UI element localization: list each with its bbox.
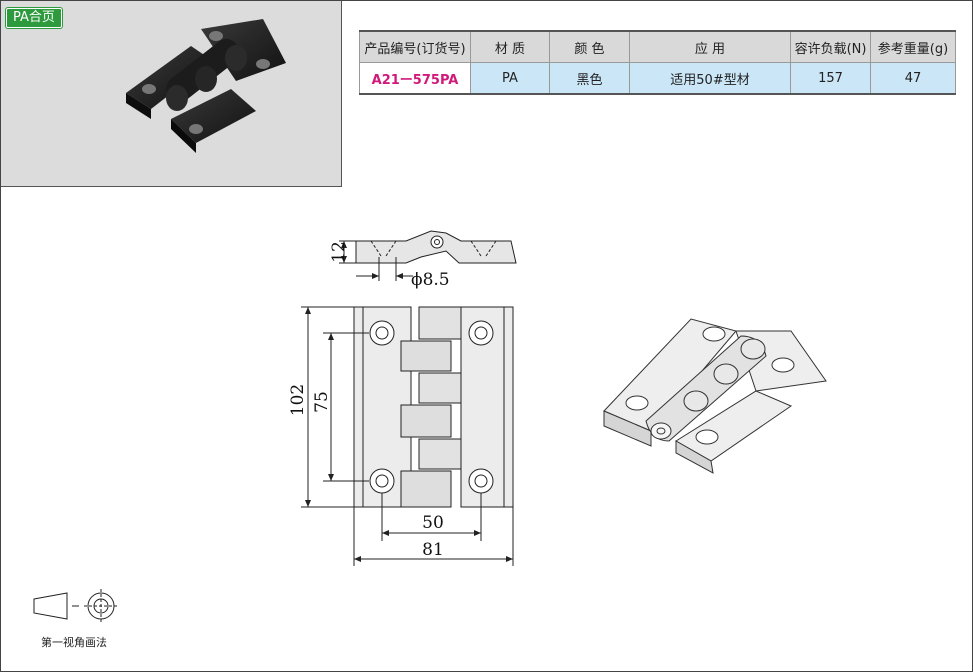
side-view xyxy=(339,230,517,281)
product-photo xyxy=(126,19,286,153)
cell-application: 适用50#型材 xyxy=(629,62,791,95)
cell-weight: 47 xyxy=(870,62,956,95)
dim-hole-spacing-horizontal: 50 xyxy=(422,513,444,533)
cell-load: 157 xyxy=(790,62,871,95)
product-photo-panel: PA合页 xyxy=(1,1,342,187)
table-header-row: 产品编号(订货号) 材 质 颜 色 应 用 容许负载(N) 参考重量(g) xyxy=(359,30,956,63)
dim-width: 81 xyxy=(422,540,444,560)
header-application: 应 用 xyxy=(629,30,791,63)
projection-label: 第一视角画法 xyxy=(41,636,107,649)
isometric-view xyxy=(603,318,827,474)
spec-table: 产品编号(订货号) 材 质 颜 色 应 用 容许负载(N) 参考重量(g) A2… xyxy=(359,30,956,95)
header-color: 颜 色 xyxy=(549,30,630,63)
front-view xyxy=(301,306,514,566)
table-row: A21ー575PA PA 黑色 适用50#型材 157 47 xyxy=(359,62,956,95)
first-angle-projection-icon xyxy=(33,589,118,623)
header-weight: 参考重量(g) xyxy=(870,30,956,63)
dim-height: 102 xyxy=(288,384,308,416)
dim-thickness: 12 xyxy=(329,241,349,263)
cell-material: PA xyxy=(470,62,550,95)
header-load: 容许负载(N) xyxy=(790,30,871,63)
dim-pin-diameter: ϕ8.5 xyxy=(411,270,450,290)
cell-color: 黑色 xyxy=(549,62,630,95)
cell-code: A21ー575PA xyxy=(359,62,471,95)
product-badge: PA合页 xyxy=(5,7,63,29)
dim-hole-spacing-vertical: 75 xyxy=(312,391,332,413)
